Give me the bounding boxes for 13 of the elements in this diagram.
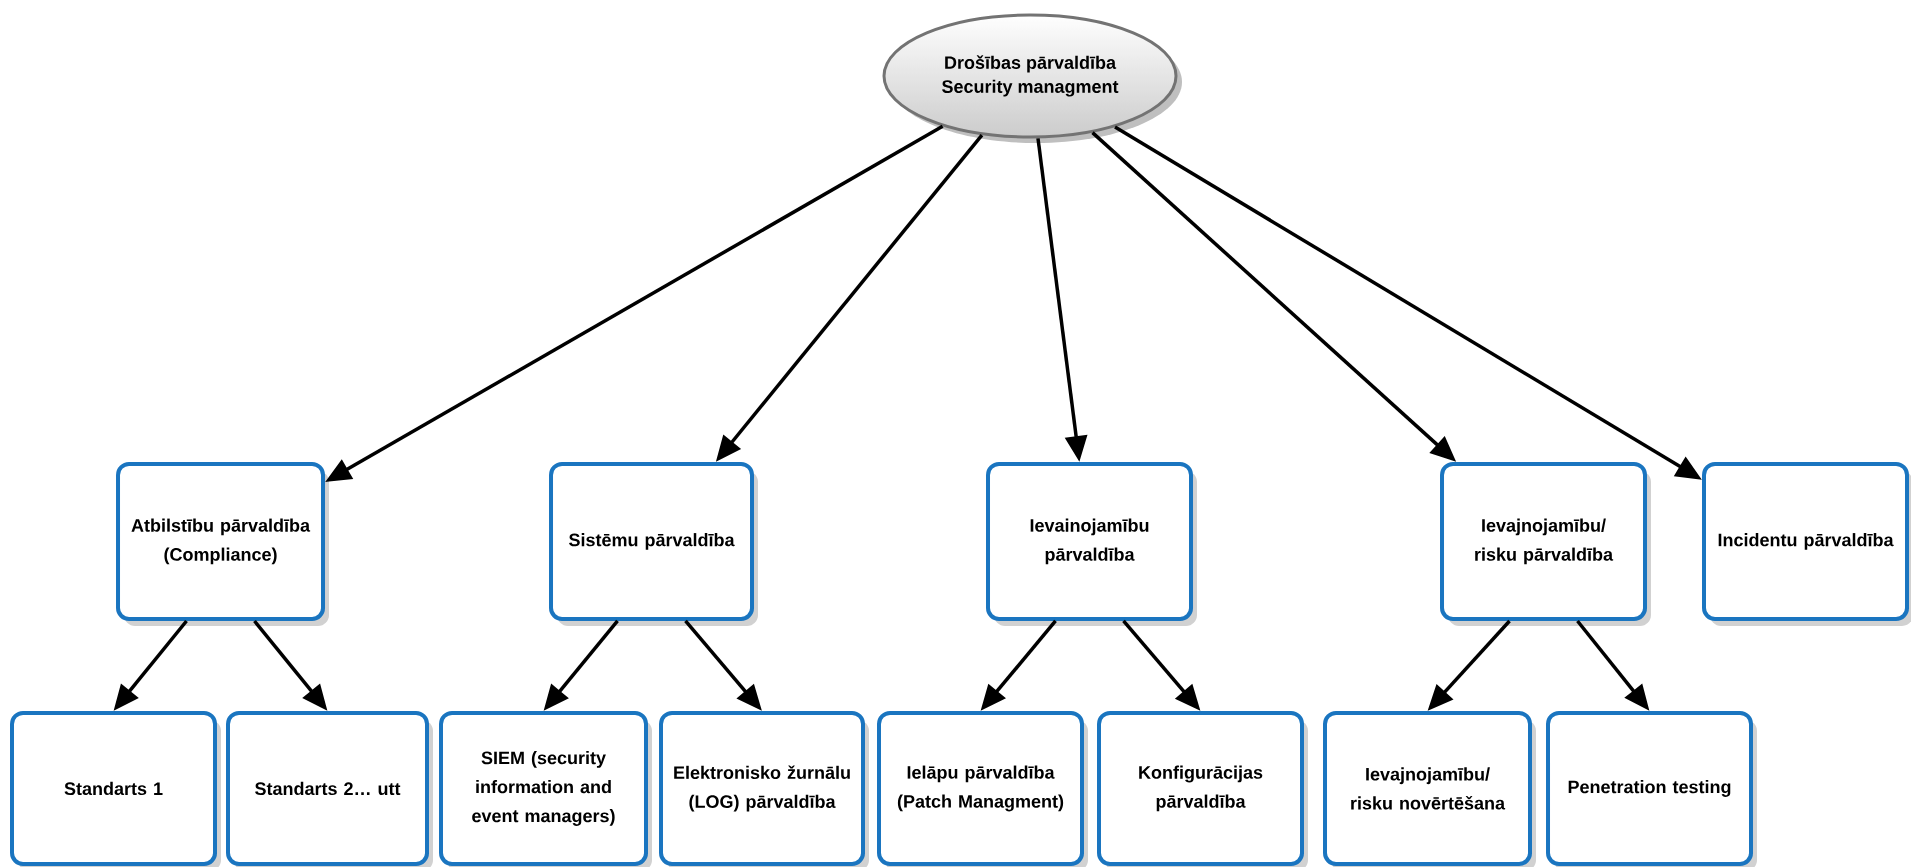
process-box: SIEM (security information and event managers) [439, 711, 652, 867]
process-box: Incidentu pārvaldība [1702, 462, 1911, 626]
process-box: Ielāpu pārvaldība (Patch Managment) [877, 711, 1088, 867]
process-box: Standarts 2… utt [226, 711, 433, 867]
process-box: Ievainojamību pārvaldība [986, 462, 1197, 626]
process-box: Elektronisko žurnālu (LOG) pārvaldība [659, 711, 869, 867]
process-box: Ievajnojamību/ risku pārvaldība [1440, 462, 1651, 626]
process-box: Sistēmu pārvaldība [549, 462, 758, 626]
process-box: Ievajnojamību/ risku novērtēšana [1323, 711, 1536, 867]
process-box: Penetration testing [1546, 711, 1757, 867]
process-box: Standarts 1 [10, 711, 221, 867]
process-box: Konfigurācijas pārvaldība [1097, 711, 1308, 867]
process-box: Atbilstību pārvaldība (Compliance) [116, 462, 329, 626]
